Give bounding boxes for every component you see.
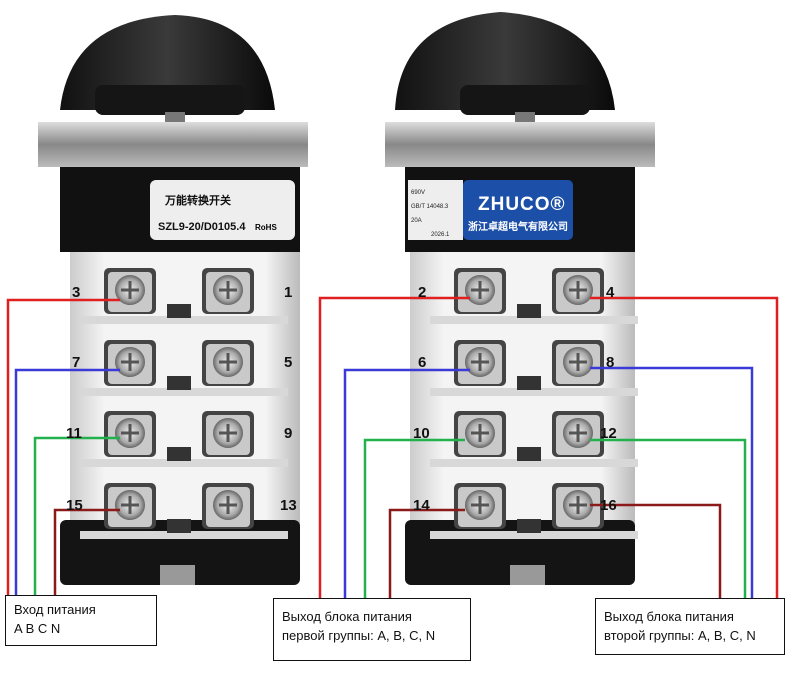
terminal-screw xyxy=(552,340,604,386)
svg-text:8: 8 xyxy=(606,354,614,371)
brand-logo: ZHUCO® xyxy=(478,194,566,215)
wire-phase-N xyxy=(53,508,120,597)
terminal-screw xyxy=(202,483,254,529)
bridge-contact xyxy=(517,304,541,318)
input-phases: A B C N xyxy=(14,621,61,636)
svg-text:3: 3 xyxy=(72,284,80,301)
brand-company: 浙江卓超电气有限公司 xyxy=(468,220,568,233)
terminal-screw xyxy=(552,268,604,314)
wire-phase-A xyxy=(318,296,470,600)
bridge-contact xyxy=(517,376,541,390)
bridge-contact xyxy=(517,447,541,461)
output1-phases: первой группы: A, B, C, N xyxy=(282,628,436,643)
terminal-screw xyxy=(202,411,254,457)
svg-text:1: 1 xyxy=(284,284,292,301)
svg-text:7: 7 xyxy=(72,354,80,371)
bridge-contact xyxy=(167,447,191,461)
output2-label: Выход блока питания xyxy=(604,609,734,624)
input-label: Вход питания xyxy=(14,602,96,617)
terminal-screw xyxy=(202,268,254,314)
terminal-screw xyxy=(104,411,156,457)
label-rohs: RoHS xyxy=(255,223,277,232)
svg-text:20A: 20A xyxy=(411,218,422,224)
bridge-contact xyxy=(517,519,541,533)
svg-text:2026.1: 2026.1 xyxy=(431,232,450,238)
svg-text:15: 15 xyxy=(66,497,83,514)
terminal-screw xyxy=(454,411,506,457)
svg-text:10: 10 xyxy=(413,425,430,442)
wire-phase-A xyxy=(6,298,120,597)
terminal-screw xyxy=(202,340,254,386)
wires xyxy=(6,296,779,600)
output-group1-box: Выход блока питания первой группы: A, B,… xyxy=(273,598,471,661)
input-power-box: Вход питания A B C N xyxy=(5,595,157,646)
svg-text:4: 4 xyxy=(606,284,615,301)
output1-label: Выход блока питания xyxy=(282,609,412,624)
svg-text:GB/T 14048.3: GB/T 14048.3 xyxy=(411,204,449,210)
product-label xyxy=(150,180,295,240)
terminal-screw xyxy=(552,483,604,529)
terminal-screw xyxy=(454,483,506,529)
wire-phase-B xyxy=(14,368,120,597)
svg-text:13: 13 xyxy=(280,497,297,514)
svg-text:5: 5 xyxy=(284,354,292,371)
wire-phase-B xyxy=(343,368,470,600)
svg-text:6: 6 xyxy=(418,354,426,371)
wire-phase-C xyxy=(363,438,465,600)
wire-phase-N xyxy=(388,508,465,600)
terminal-screw xyxy=(552,411,604,457)
terminal-screw xyxy=(104,340,156,386)
bezel xyxy=(38,122,308,167)
terminal-screw xyxy=(454,268,506,314)
output-group2-box: Выход блока питания второй группы: A, B,… xyxy=(595,598,785,655)
terminal-screw xyxy=(454,340,506,386)
bridge-contact xyxy=(167,304,191,318)
svg-text:12: 12 xyxy=(600,425,617,442)
wire-phase-C xyxy=(33,436,120,597)
bridge-contact xyxy=(167,376,191,390)
bezel xyxy=(385,122,655,167)
terminal-screw xyxy=(104,483,156,529)
terminals xyxy=(80,268,638,539)
terminal-screw xyxy=(104,268,156,314)
label-model: SZL9-20/D0105.4 xyxy=(158,221,246,233)
svg-text:690V: 690V xyxy=(411,190,425,196)
svg-text:2: 2 xyxy=(418,284,426,301)
wire-phase-B xyxy=(590,366,754,600)
terminal-numbers: 3 7 11 15 1 5 9 13 2 6 10 14 4 8 12 16 xyxy=(66,284,617,514)
svg-text:14: 14 xyxy=(413,497,430,514)
wire-phase-C xyxy=(590,438,747,600)
bridge-contact xyxy=(167,519,191,533)
brand-label xyxy=(463,180,573,240)
svg-text:16: 16 xyxy=(600,497,617,514)
svg-text:11: 11 xyxy=(66,425,82,442)
wire-phase-A xyxy=(590,296,779,600)
svg-text:9: 9 xyxy=(284,425,292,442)
wire-phase-N xyxy=(590,503,722,600)
output2-phases: второй группы: A, B, C, N xyxy=(604,628,756,643)
label-title: 万能转换开关 xyxy=(164,193,231,207)
